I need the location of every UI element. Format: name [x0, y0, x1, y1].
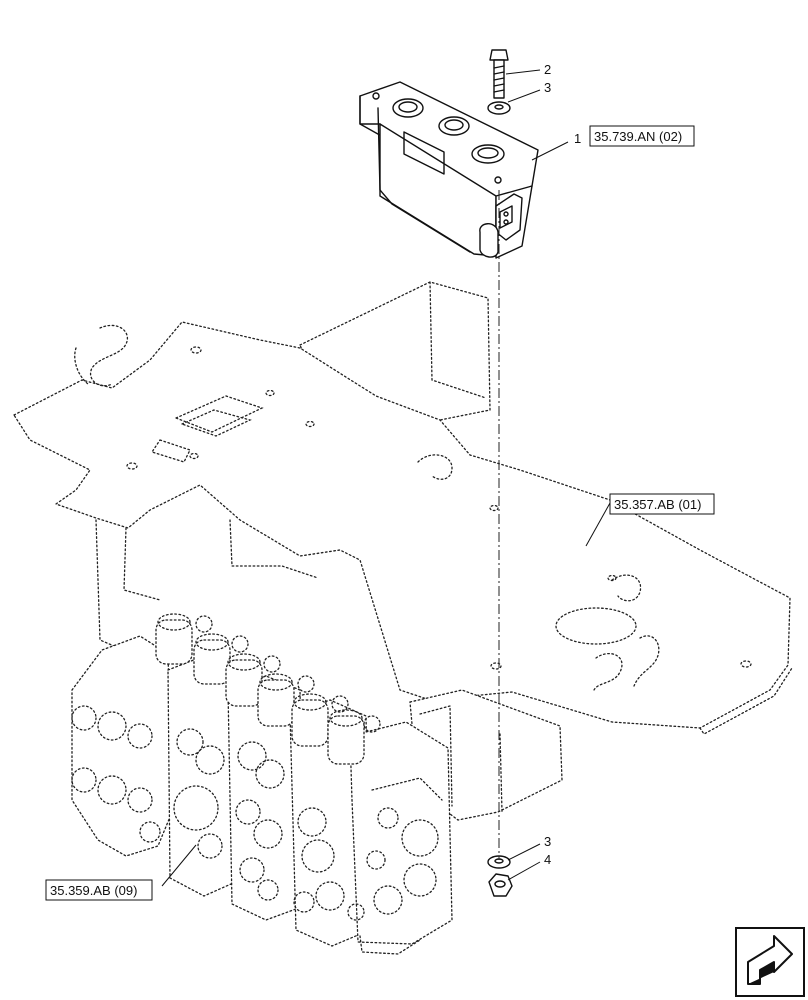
valve-block [359, 81, 539, 259]
washer-top [487, 101, 511, 115]
callout-4: 4 [544, 852, 551, 867]
control-valve-assembly [71, 613, 453, 955]
callout-2: 2 [544, 62, 551, 77]
svg-text:35.357.AB (01): 35.357.AB (01) [614, 497, 701, 512]
mounting-plate [13, 281, 793, 821]
callout-1: 1 [574, 131, 581, 146]
svg-text:35.359.AB (09): 35.359.AB (09) [50, 883, 137, 898]
next-page-arrow-icon[interactable] [735, 927, 805, 997]
hex-nut [488, 873, 513, 897]
svg-text:35.739.AN (02): 35.739.AN (02) [594, 129, 682, 144]
solenoid-row [155, 613, 381, 765]
reference-control-valve[interactable]: 35.359.AB (09) [45, 879, 153, 901]
hex-bolt [489, 49, 509, 99]
reference-valve-block[interactable]: 35.739.AN (02) [589, 125, 695, 147]
callout-3-top: 3 [544, 80, 551, 95]
callout-3-bottom: 3 [544, 834, 551, 849]
reference-support-plate[interactable]: 35.357.AB (01) [609, 493, 715, 515]
